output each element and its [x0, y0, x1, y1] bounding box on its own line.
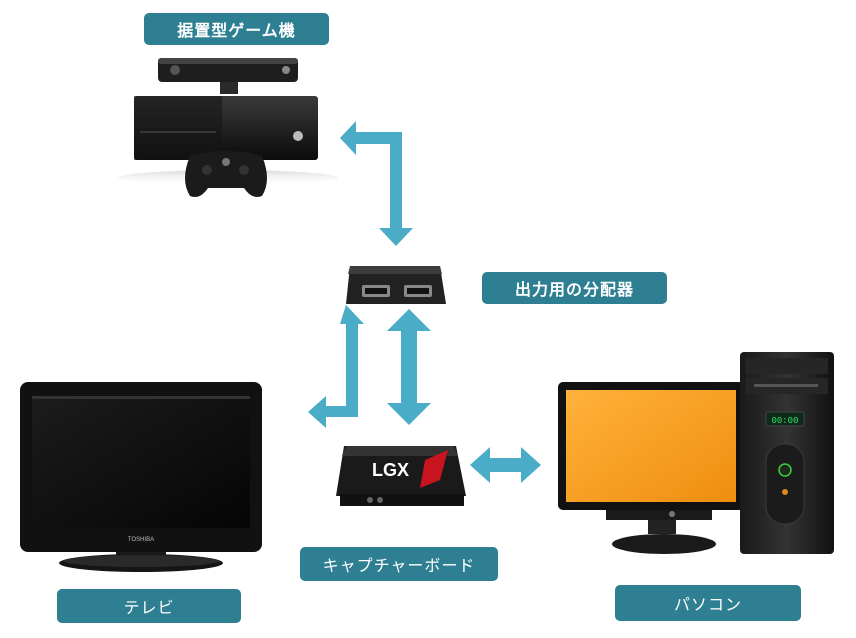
- arrow-splitter-tv: [308, 305, 364, 428]
- label-capture-board: キャプチャーボード: [300, 547, 498, 581]
- label-splitter: 出力用の分配器: [482, 272, 667, 304]
- connection-arrows: [308, 121, 541, 483]
- capture-board: LGX: [336, 446, 466, 506]
- pc-tower: 00:00: [740, 352, 834, 554]
- capture-board-logo: LGX: [372, 460, 409, 480]
- arrow-splitter-capture: [387, 309, 431, 425]
- arrow-console-splitter: [340, 121, 413, 246]
- pc-monitor: [558, 382, 744, 554]
- game-console: [118, 58, 338, 197]
- television: TOSHIBA: [20, 382, 262, 572]
- label-console: 据置型ゲーム機: [144, 13, 329, 45]
- tv-brand: TOSHIBA: [128, 537, 154, 543]
- hdmi-splitter: [346, 266, 446, 304]
- label-tv: テレビ: [57, 589, 241, 623]
- pc-clock-display: 00:00: [771, 416, 798, 426]
- label-pc: パソコン: [615, 585, 801, 621]
- arrow-capture-pc: [470, 447, 541, 483]
